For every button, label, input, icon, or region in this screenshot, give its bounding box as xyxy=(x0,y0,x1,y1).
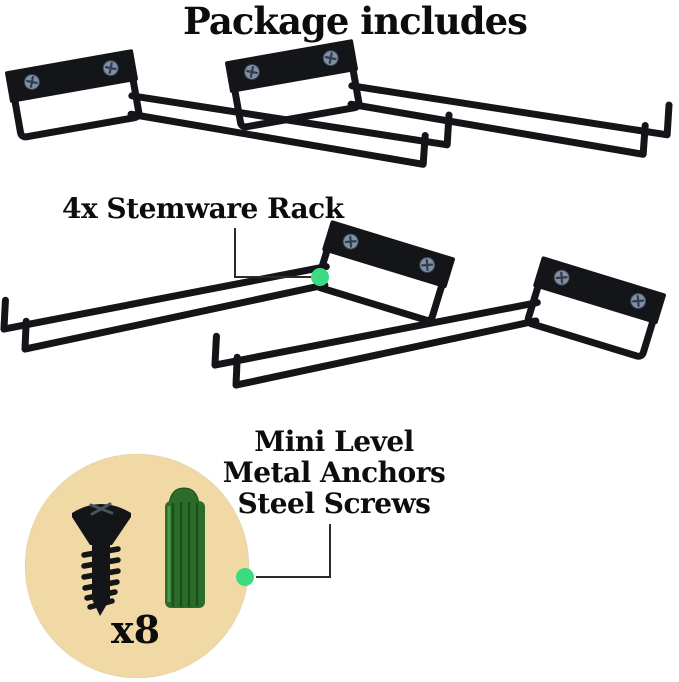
stemware-rack-label: 4x Stemware Rack xyxy=(62,192,344,225)
wall-anchor-image xyxy=(165,487,205,608)
hardware-quantity-label: x8 xyxy=(111,607,161,652)
hardware-label-line-3: Steel Screws xyxy=(237,487,431,520)
steel-screw-image xyxy=(72,502,131,616)
hardware-label-line-1: Mini Level xyxy=(254,425,414,458)
hardware-detail-circle xyxy=(24,453,250,679)
hardware-callout-dot xyxy=(236,568,254,586)
anchor-ribs xyxy=(171,502,199,607)
stemware-rack-middle-left xyxy=(0,136,455,462)
hardware-label: Mini Level Metal Anchors Steel Screws xyxy=(222,425,446,520)
page-title: Package includes xyxy=(183,0,528,43)
hardware-label-line-2: Metal Anchors xyxy=(222,456,446,489)
stemware-callout-dot xyxy=(311,268,329,286)
hardware-callout-line xyxy=(236,524,331,586)
phillips-recess xyxy=(89,502,114,516)
stemware-callout-line xyxy=(234,228,329,286)
